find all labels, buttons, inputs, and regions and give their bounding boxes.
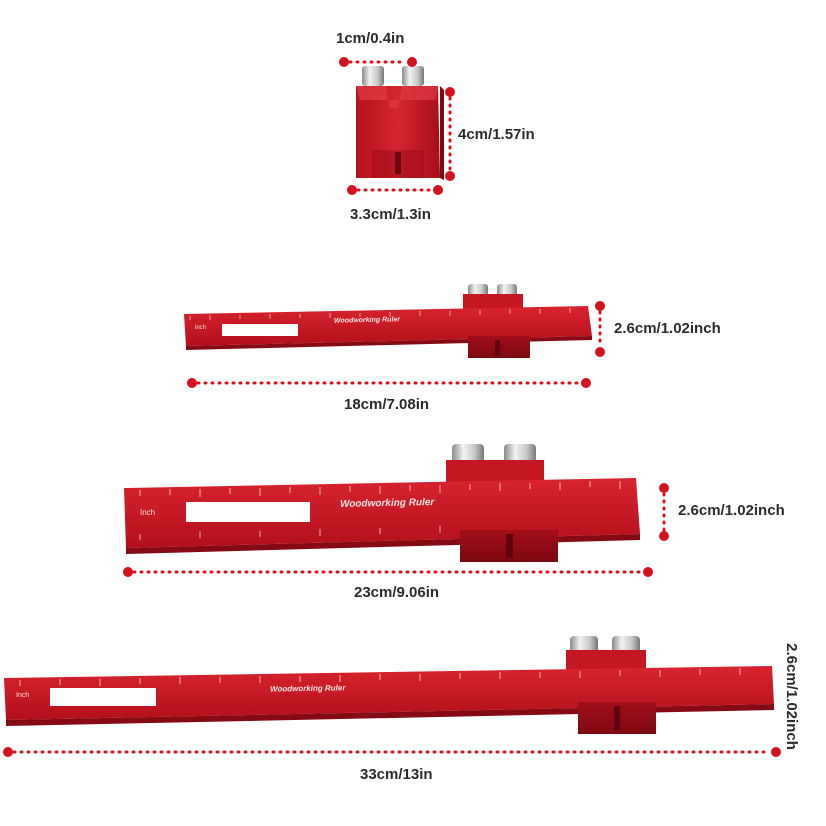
block-bottom-width-label: 3.3cm/1.3in xyxy=(350,206,431,223)
ruler-small-height-dimension xyxy=(595,301,605,357)
ruler-medium-length-dimension xyxy=(123,567,653,577)
ruler-large-unit-label: Inch xyxy=(16,692,30,699)
ruler-large-length-label: 33cm/13in xyxy=(360,766,433,783)
ruler-medium-length-label: 23cm/9.06in xyxy=(354,584,440,601)
ruler-small-length-label: 18cm/7.08in xyxy=(344,396,430,413)
block-top-width-label: 1cm/0.4in xyxy=(336,30,405,47)
ruler-large-product-image xyxy=(4,636,774,734)
ruler-small-product-image xyxy=(184,284,592,358)
ruler-small-height-label: 2.6cm/1.02inch xyxy=(614,320,721,337)
ruler-medium-unit-label: Inch xyxy=(140,508,156,517)
ruler-medium-title: Woodworking Ruler xyxy=(339,497,435,510)
block-height-dimension xyxy=(445,87,455,181)
ruler-small-length-dimension xyxy=(187,378,591,388)
ruler-large-title: Woodworking Ruler xyxy=(269,683,346,694)
block-top-width-dimension xyxy=(339,57,417,67)
ruler-medium-height-dimension xyxy=(659,483,669,541)
ruler-medium-height-label: 2.6cm/1.02inch xyxy=(678,502,785,519)
ruler-small-unit-label: inch xyxy=(195,325,207,331)
block-bottom-width-dimension xyxy=(347,185,443,195)
ruler-large-height-label: 2.6cm/1.02inch xyxy=(782,643,800,750)
ruler-medium-product-image xyxy=(124,444,640,562)
block-height-label: 4cm/1.57in xyxy=(458,126,535,143)
ruler-large-length-dimension xyxy=(3,747,781,757)
block-product-image xyxy=(356,66,444,180)
ruler-small-title: Woodworking Ruler xyxy=(333,316,401,325)
